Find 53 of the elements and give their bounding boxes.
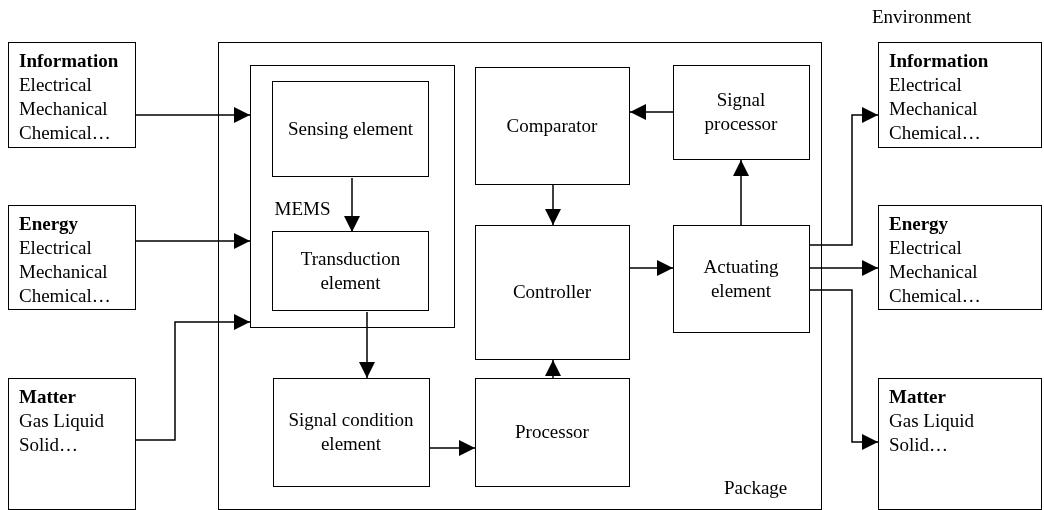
block-heading: Information xyxy=(889,49,989,73)
arrow xyxy=(135,107,251,123)
arrow xyxy=(629,104,674,120)
arrow xyxy=(809,260,879,276)
arrow xyxy=(809,289,879,450)
block-heading: Information xyxy=(19,49,119,73)
block-box xyxy=(249,64,455,328)
block-heading: Energy xyxy=(889,212,950,236)
block-heading: Matter xyxy=(889,385,947,409)
block-box xyxy=(8,205,136,310)
block-label: MEMS xyxy=(274,197,331,220)
block-label: Package xyxy=(724,477,788,499)
arrow xyxy=(545,184,561,226)
block-title: Sensing element xyxy=(286,117,415,141)
block-box xyxy=(474,66,630,185)
arrow xyxy=(809,107,879,246)
arrow xyxy=(359,311,375,379)
arrow xyxy=(135,233,251,249)
arrow xyxy=(545,359,561,379)
block-heading: Energy xyxy=(19,212,80,236)
block-box xyxy=(218,42,822,510)
block-heading: Matter xyxy=(19,385,77,409)
block-title: Processor xyxy=(514,420,590,444)
arrow xyxy=(135,314,251,441)
arrow xyxy=(344,177,360,233)
block-box xyxy=(878,42,1042,148)
block-list: Gas Liquid Solid… xyxy=(19,409,119,458)
block-list: Electrical Mechanical Chemical… xyxy=(19,73,119,146)
block-box xyxy=(878,378,1042,510)
block-title: Transduction element xyxy=(299,247,402,295)
block-box xyxy=(672,224,810,333)
block-box xyxy=(272,231,429,311)
block-list: Electrical Mechanical Chemical… xyxy=(889,236,989,309)
block-title: Signal processor xyxy=(703,88,779,136)
block-title: Signal condition element xyxy=(287,408,415,456)
environment-label: Environment xyxy=(872,6,972,28)
block-box xyxy=(878,205,1042,310)
arrow xyxy=(733,159,749,226)
block-box xyxy=(672,64,810,160)
block-title: Actuating element xyxy=(702,254,780,303)
block-list: Electrical Mechanical Chemical… xyxy=(19,236,119,309)
arrow xyxy=(429,440,476,456)
block-list: Electrical Mechanical Chemical… xyxy=(889,73,989,146)
arrow xyxy=(629,260,674,276)
block-box xyxy=(474,377,630,487)
block-title: Controller xyxy=(511,280,593,304)
block-box xyxy=(8,378,136,510)
block-box xyxy=(272,81,429,177)
block-box xyxy=(272,377,430,487)
block-list: Gas Liquid Solid… xyxy=(889,409,989,458)
block-box xyxy=(474,224,630,360)
block-box xyxy=(8,42,136,148)
block-title: Comparator xyxy=(505,113,599,138)
